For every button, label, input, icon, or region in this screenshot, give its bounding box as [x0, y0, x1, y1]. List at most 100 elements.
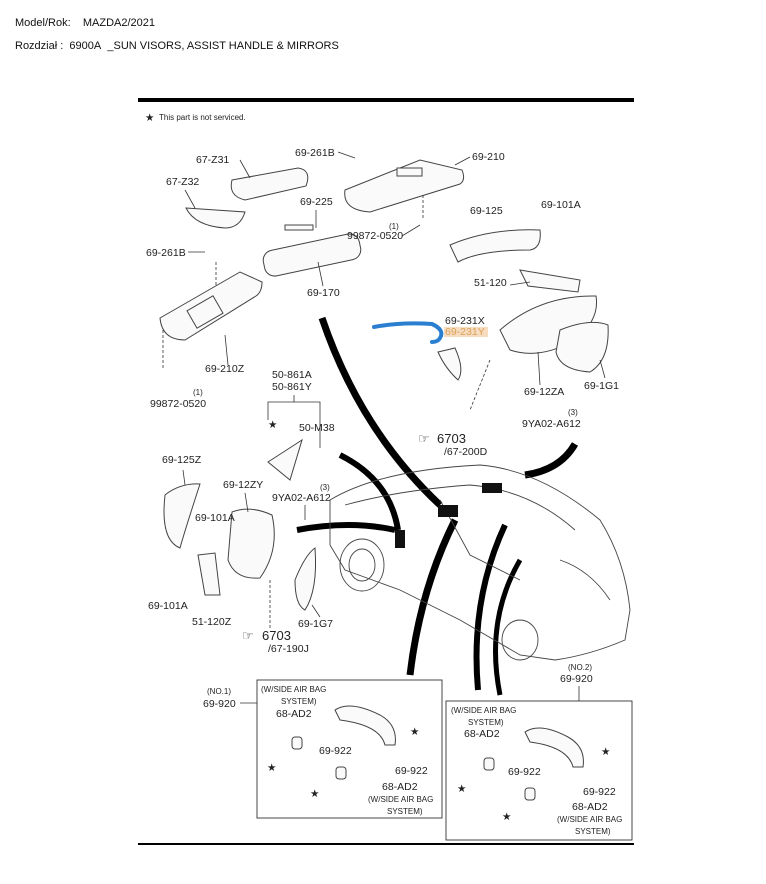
car-illustration	[329, 464, 631, 661]
label-69-101a-3: 69-101A	[148, 600, 188, 612]
star-icon: ★	[410, 726, 420, 738]
section-label: Rozdział :	[15, 40, 64, 52]
assist-handle-no2-box: (NO.2) 69-920 (W/SIDE AIR BAG SYSTEM) 68…	[445, 663, 633, 841]
label-68-ad2: 68-AD2	[276, 708, 312, 720]
label-qty: (1)	[193, 388, 203, 397]
airbag-note: SYSTEM)	[575, 827, 611, 836]
car-door-mirror-mark	[395, 530, 405, 548]
airbag-note: SYSTEM)	[387, 807, 423, 816]
label-qty: (1)	[389, 222, 399, 231]
label-69-231y: 69-231Y	[445, 326, 485, 338]
part-69-231	[437, 347, 462, 381]
label-69-922: 69-922	[583, 786, 616, 798]
airbag-note: (W/SIDE AIR BAG	[261, 685, 326, 694]
label-69-922: 69-922	[395, 765, 428, 777]
part-69-125	[449, 229, 541, 263]
part-69-1g7	[294, 547, 317, 611]
top-rule	[138, 98, 634, 102]
star-icon: ★	[310, 788, 320, 800]
airbag-note: SYSTEM)	[468, 718, 504, 727]
label-69-210: 69-210	[472, 151, 505, 163]
label-69-922: 69-922	[319, 745, 352, 757]
label-qty: (3)	[320, 483, 330, 492]
label-9ya02-a612: 9YA02-A612	[522, 418, 581, 430]
assist-handle	[524, 727, 584, 768]
label-69-922: 69-922	[508, 766, 541, 778]
airbag-note: SYSTEM)	[281, 697, 317, 706]
hand-pointer-icon: ☞	[418, 431, 430, 446]
label-69-125z: 69-125Z	[162, 454, 202, 466]
part-69-1g1	[555, 321, 609, 373]
not-serviced-note: This part is not serviced.	[159, 113, 246, 122]
airbag-note: (W/SIDE AIR BAG	[451, 706, 516, 715]
part-drawings	[159, 159, 609, 611]
highlight-mark	[444, 327, 488, 337]
star-icon: ★	[267, 762, 277, 774]
ref-6703[interactable]: 6703	[437, 431, 466, 446]
no1-part: 69-920	[203, 698, 236, 710]
section-line: Rozdział : 6900A _SUN VISORS, ASSIST HAN…	[15, 40, 339, 52]
label-99872-0520-2: 99872-0520	[150, 398, 206, 410]
model-value: MAZDA2/2021	[82, 17, 156, 29]
airbag-note: (W/SIDE AIR BAG	[368, 795, 433, 804]
assist-handle-no1-box: (NO.1) 69-920 (W/SIDE AIR BAG SYSTEM) 68…	[203, 679, 443, 819]
label-69-170: 69-170	[307, 287, 340, 299]
no2-label: (NO.2)	[568, 663, 592, 672]
label-69-261b: 69-261B	[295, 147, 335, 159]
star-icon: ★	[145, 112, 155, 124]
no1-label: (NO.1)	[207, 687, 231, 696]
section-name: _SUN VISORS, ASSIST HANDLE & MIRRORS	[107, 40, 339, 52]
label-51-120: 51-120	[474, 277, 507, 289]
bottom-rule	[138, 843, 634, 845]
label-69-261b-2: 69-261B	[146, 247, 186, 259]
part-69-12zy	[227, 508, 275, 579]
part-67-z31	[230, 167, 309, 201]
label-69-231x: 69-231X	[445, 315, 485, 327]
part-51-120z	[197, 552, 221, 596]
star-icon: ★	[601, 746, 611, 758]
ref-67-190j[interactable]: /67-190J	[268, 643, 309, 655]
car-visor-mark	[482, 483, 502, 493]
section-code: 6900A	[69, 40, 102, 52]
model-line: Model/Rok: MAZDA2/2021	[15, 17, 155, 29]
label-68-ad2: 68-AD2	[382, 781, 418, 793]
part-67-z32	[185, 207, 246, 229]
star-icon: ★	[502, 811, 512, 823]
airbag-note: (W/SIDE AIR BAG	[557, 815, 622, 824]
star-icon: ★	[268, 419, 278, 431]
label-qty: (3)	[568, 408, 578, 417]
part-69-170	[262, 233, 362, 277]
label-69-225: 69-225	[300, 196, 333, 208]
label-9ya02-a612-2: 9YA02-A612	[272, 492, 331, 504]
label-69-210z: 69-210Z	[205, 363, 245, 375]
label-50-m38: 50-M38	[299, 422, 335, 434]
leader-lines	[162, 151, 606, 628]
label-68-ad2: 68-AD2	[464, 728, 500, 740]
label-67-z32: 67-Z32	[166, 176, 199, 188]
blue-annotation-stroke	[372, 321, 444, 344]
part-69-125z	[163, 483, 201, 549]
label-69-1g1: 69-1G1	[584, 380, 619, 392]
label-69-12zy: 69-12ZY	[223, 479, 263, 491]
model-label: Model/Rok:	[15, 17, 71, 29]
label-69-1g7: 69-1G7	[298, 618, 333, 630]
part-69-210	[344, 159, 465, 213]
assist-handle	[334, 705, 396, 746]
part-51-120	[519, 269, 581, 293]
label-68-ad2: 68-AD2	[572, 801, 608, 813]
hand-pointer-icon: ☞	[242, 628, 254, 643]
label-69-101a-2: 69-101A	[195, 512, 235, 524]
label-67-z31: 67-Z31	[196, 154, 229, 166]
ref-67-200d[interactable]: /67-200D	[444, 446, 488, 458]
ref-6703-2[interactable]: 6703	[262, 628, 291, 643]
label-50-861y: 50-861Y	[272, 381, 312, 393]
star-icon: ★	[457, 783, 467, 795]
label-50-861a: 50-861A	[272, 369, 312, 381]
no2-part: 69-920	[560, 673, 593, 685]
car-mirror-mark	[438, 505, 458, 517]
label-69-101a: 69-101A	[541, 199, 581, 211]
label-69-12za: 69-12ZA	[524, 386, 564, 398]
part-labels: 69-261B 67-Z31 69-210 67-Z32 69-225 (1) …	[146, 147, 619, 655]
